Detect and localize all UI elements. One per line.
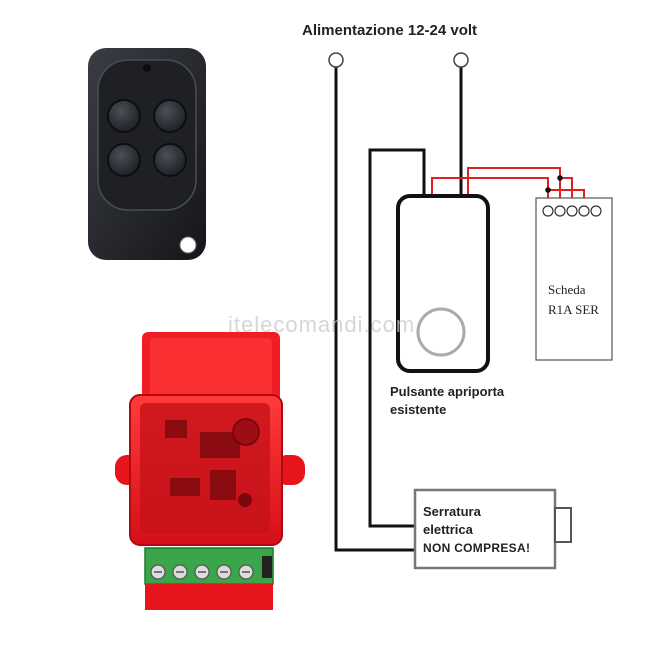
board-terminal (542, 205, 554, 217)
electric-lock-icon (413, 488, 572, 570)
keyring-hole-icon (179, 236, 197, 254)
door-button-label: Pulsante apriporta esistente (390, 383, 504, 419)
board-terminal (590, 205, 602, 217)
watermark-text: itelecomandi.com (228, 312, 416, 337)
black-wires (334, 67, 463, 552)
receiver-module-icon (115, 332, 305, 610)
board-label-line2: R1A SER (548, 302, 599, 317)
board-label-line1: Scheda (548, 282, 586, 297)
remote-button-1 (107, 99, 141, 133)
board-terminal (554, 205, 566, 217)
remote-button-3 (107, 143, 141, 177)
board-label: Scheda R1A SER (548, 280, 599, 320)
lock-label-line1: Serratura (423, 504, 481, 519)
remote-control-icon (88, 48, 206, 260)
power-supply-label: Alimentazione 12-24 volt (302, 22, 478, 39)
supply-terminal-right-icon (453, 52, 469, 68)
lock-label-line3: NON COMPRESA! (423, 541, 531, 555)
door-button-label-line1: Pulsante apriporta (390, 384, 505, 399)
door-button-icon (396, 194, 490, 373)
receiver-board-icon (535, 197, 613, 361)
remote-button-4 (153, 143, 187, 177)
wire-junction-dots (545, 175, 563, 193)
remote-button-2 (153, 99, 187, 133)
board-terminal (566, 205, 578, 217)
lock-label-line2: elettrica (423, 522, 473, 537)
supply-terminal-left-icon (328, 52, 344, 68)
board-terminal (578, 205, 590, 217)
door-button-label-line2: esistente (390, 402, 447, 417)
lock-label: Serratura elettrica NON COMPRESA! (423, 503, 530, 557)
